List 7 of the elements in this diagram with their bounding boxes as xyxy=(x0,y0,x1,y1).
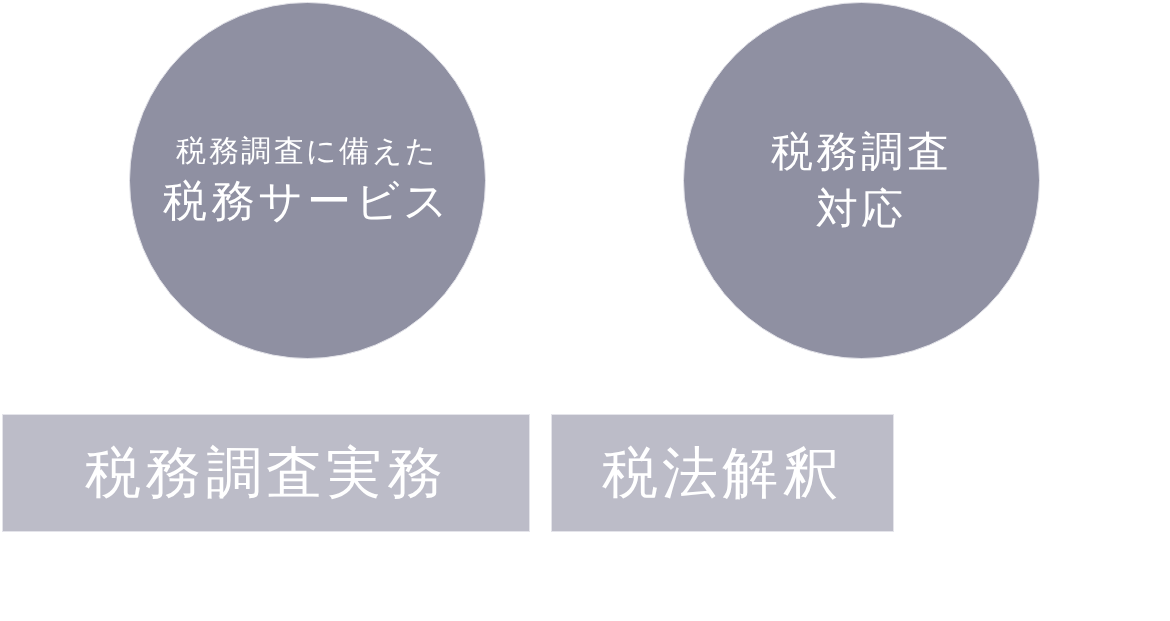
node-label: 税務調査対応 xyxy=(769,125,954,235)
label-box xyxy=(551,414,894,532)
node-label: 税務サービス xyxy=(163,174,452,229)
node-label: 税務調査に備えた xyxy=(176,131,439,170)
node-label: 税法解釈 xyxy=(601,439,844,508)
node-label: 税務調査実務 xyxy=(84,439,448,508)
label-box xyxy=(2,414,530,532)
